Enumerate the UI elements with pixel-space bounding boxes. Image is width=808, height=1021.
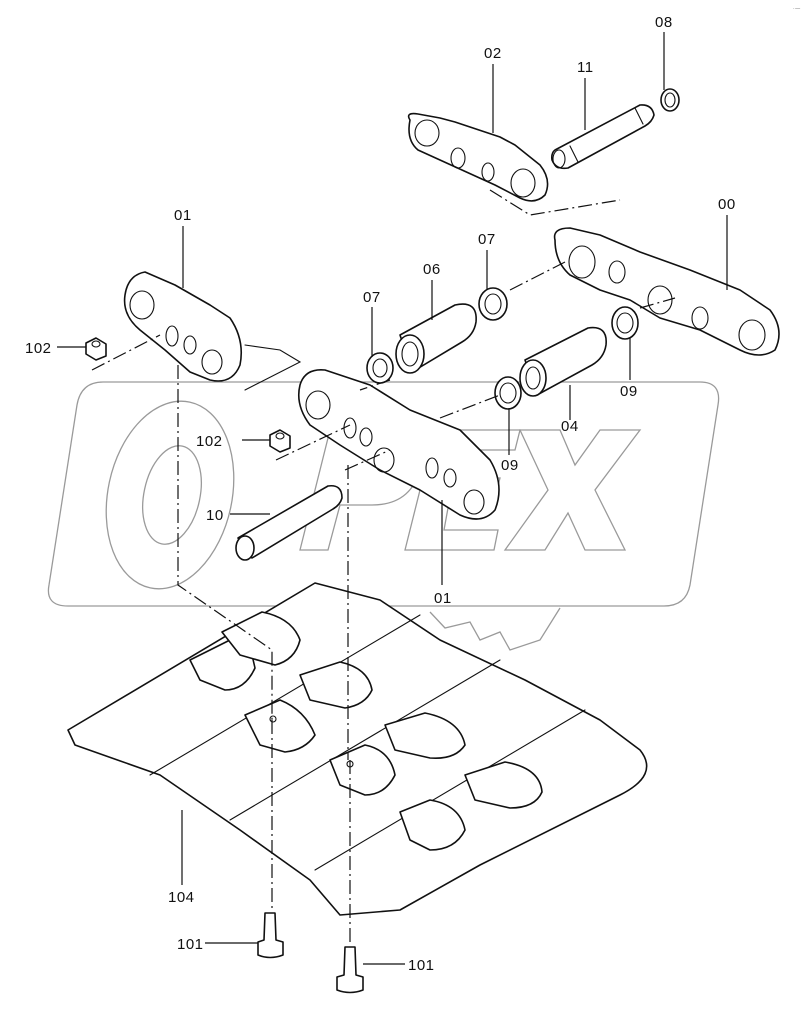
part-06-bushing[interactable]: [395, 303, 477, 374]
part-101-bolt-b[interactable]: [336, 946, 364, 994]
callout-02: 02: [484, 45, 502, 62]
part-01-link-center[interactable]: [297, 368, 500, 520]
callout-01-center: 01: [434, 590, 452, 607]
callout-01-upper: 01: [174, 207, 192, 224]
callout-04: 04: [561, 418, 579, 435]
part-10-pin[interactable]: [235, 484, 343, 561]
part-101-bolt-a[interactable]: [257, 912, 284, 959]
corner-mark: ·—: [793, 6, 801, 12]
callout-06: 06: [423, 261, 441, 278]
callout-09-right: 09: [620, 383, 638, 400]
callout-11: 11: [577, 59, 594, 76]
callout-10: 10: [206, 507, 224, 524]
part-11-master-pin[interactable]: [551, 104, 655, 170]
part-07-seal-ring-b[interactable]: [366, 352, 394, 384]
callout-07-right: 07: [478, 231, 496, 248]
callout-101-right: 101: [408, 957, 435, 974]
part-00-link-assembly[interactable]: [553, 227, 780, 356]
part-07-seal-ring-a[interactable]: [478, 287, 508, 321]
callout-101-left: 101: [177, 936, 204, 953]
callout-09-center: 09: [501, 457, 519, 474]
part-02-link[interactable]: [407, 112, 549, 202]
part-04-bushing[interactable]: [519, 326, 607, 397]
part-102-nut-a[interactable]: [85, 337, 107, 361]
part-09-seal-b[interactable]: [494, 376, 522, 410]
callout-102-center: 102: [196, 433, 223, 450]
callout-00: 00: [718, 196, 736, 213]
callout-104: 104: [168, 889, 195, 906]
callout-08: 08: [655, 14, 673, 31]
callout-102-upper: 102: [25, 340, 52, 357]
part-01-link-upper[interactable]: [123, 271, 243, 382]
part-08-snap-ring[interactable]: [660, 88, 680, 112]
leader-lines: [57, 32, 728, 965]
callout-labels: 02 11 08 01 00 07 06 07 102 09 04 102 09…: [25, 6, 801, 974]
part-102-nut-b[interactable]: [269, 429, 291, 453]
callout-07-left: 07: [363, 289, 381, 306]
part-09-seal-a[interactable]: [611, 306, 639, 340]
part-104-track-shoes[interactable]: [67, 582, 648, 916]
